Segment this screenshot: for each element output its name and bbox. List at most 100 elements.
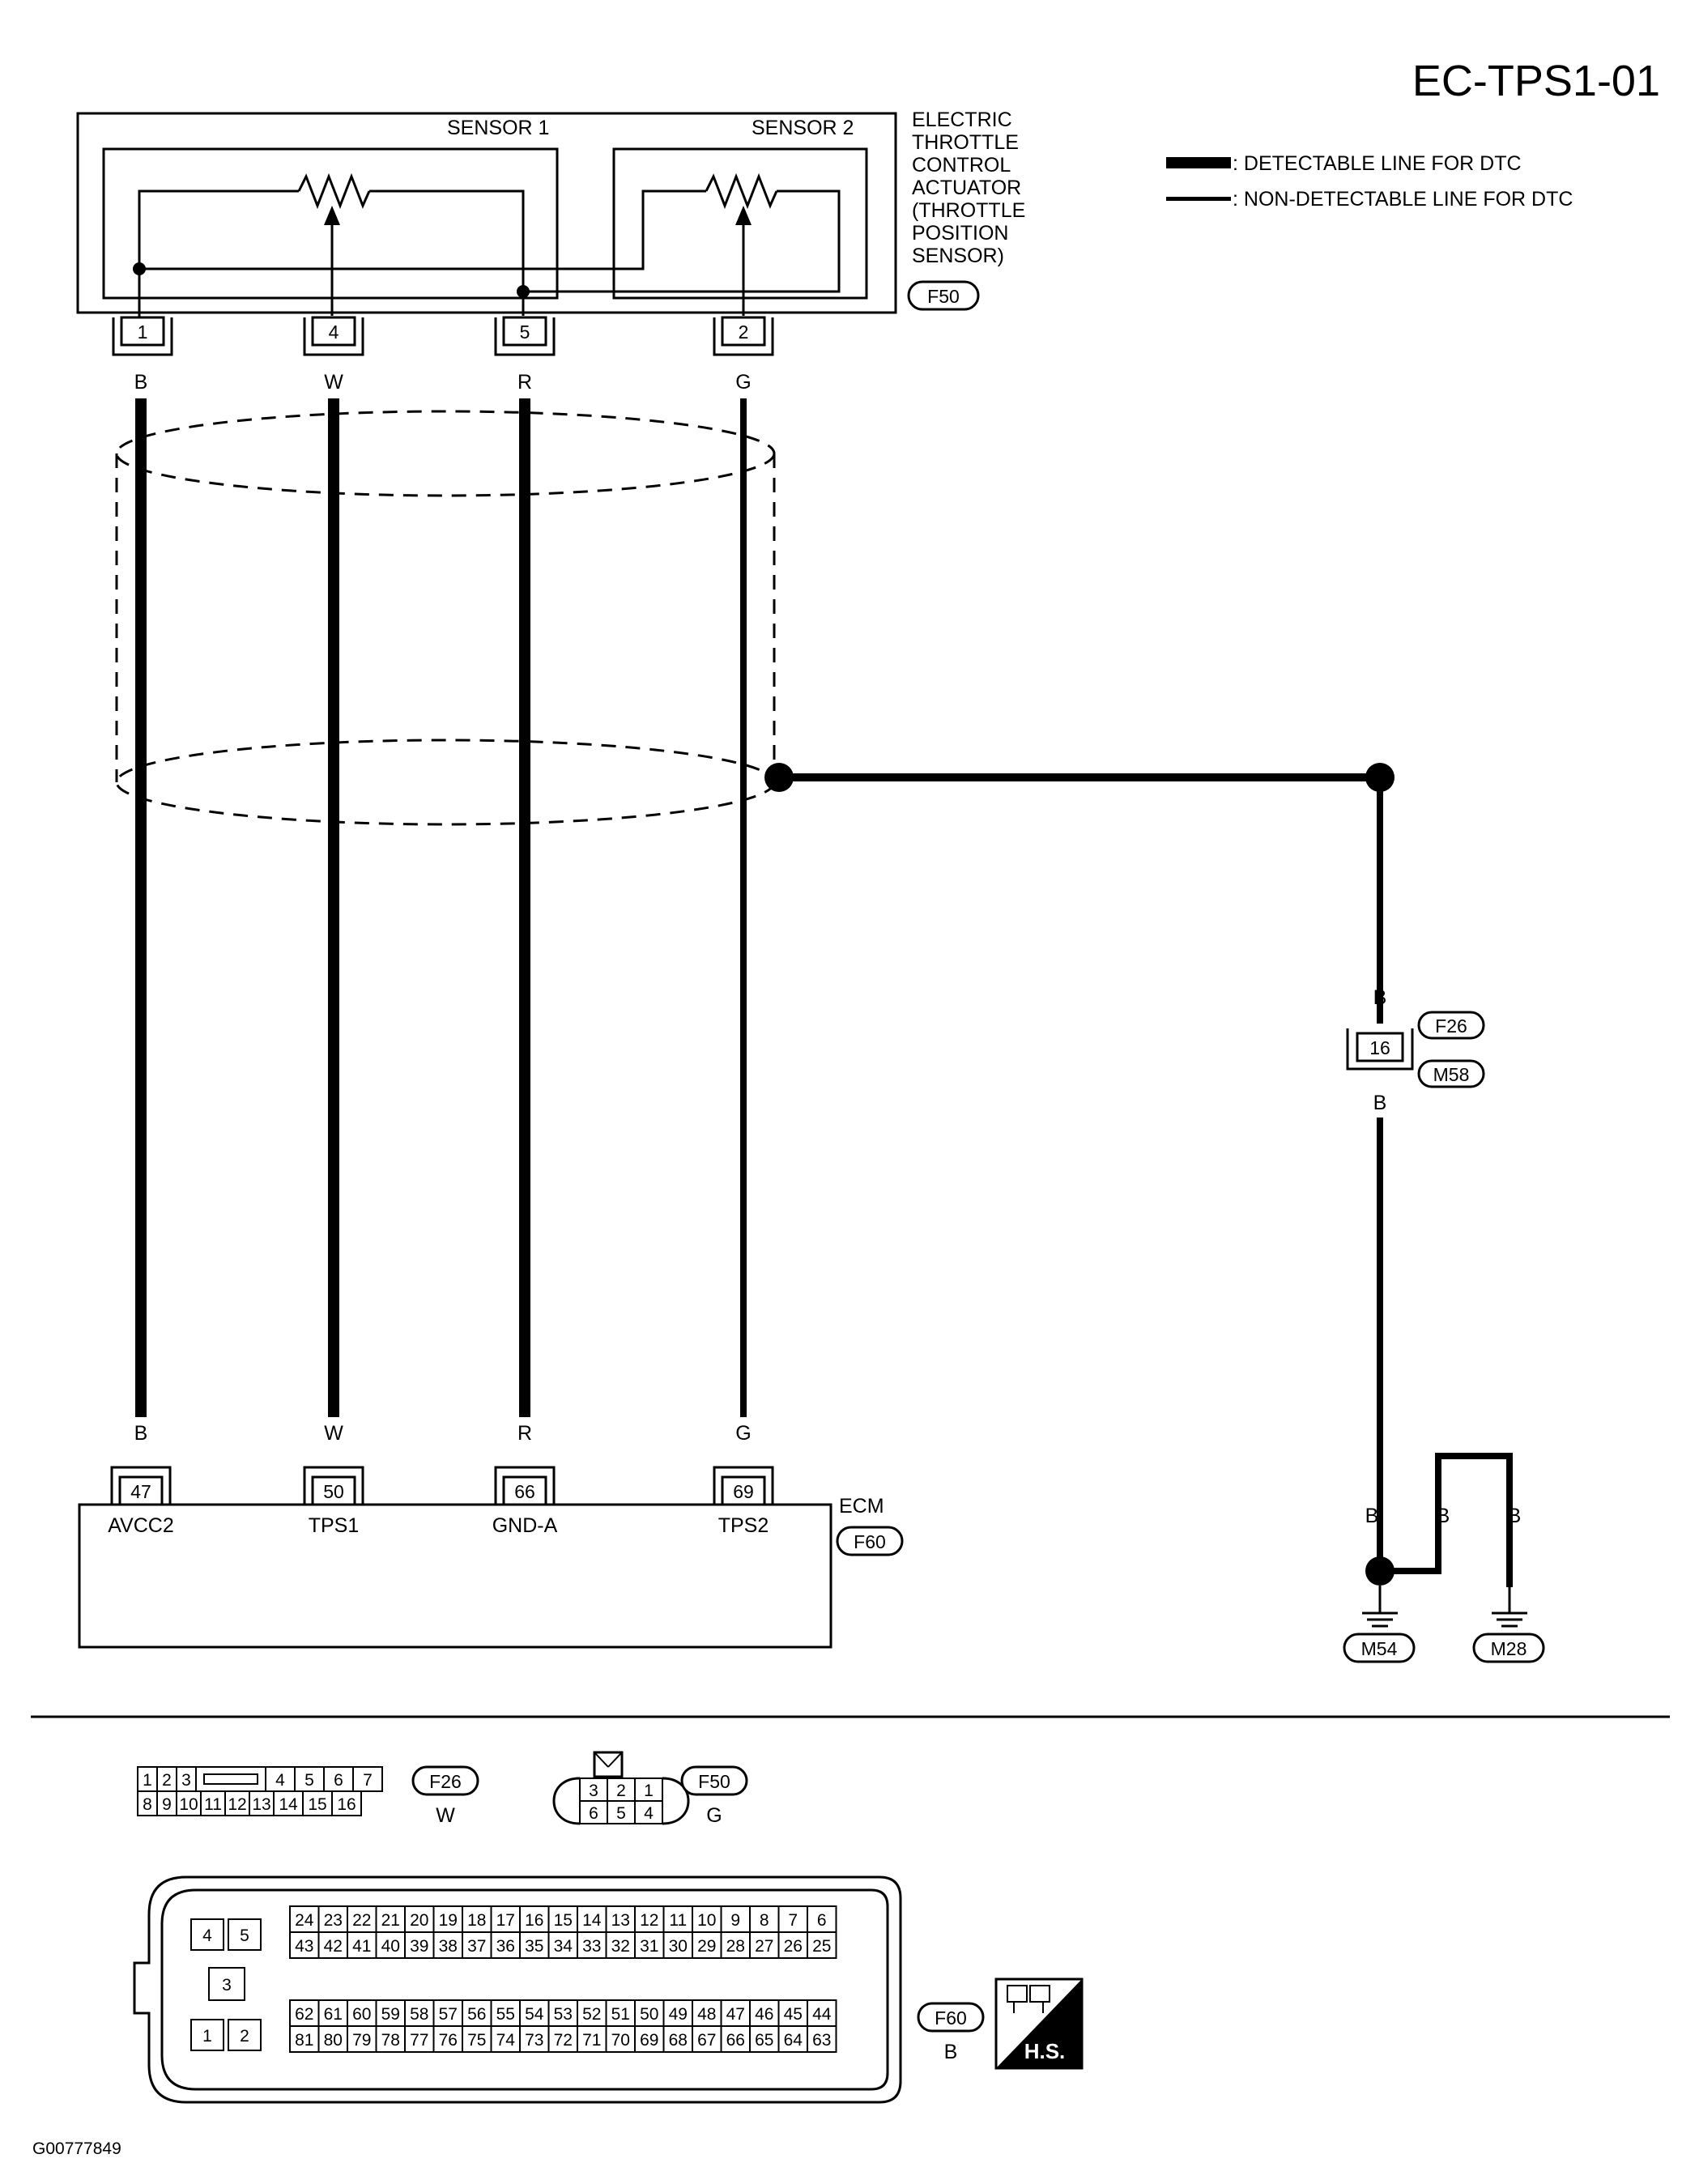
connector-cell — [547, 1999, 578, 2027]
connector-ref-badge — [680, 1765, 748, 1796]
connector-ref-badge — [411, 1765, 479, 1796]
f26-ref: F26 — [429, 1771, 462, 1792]
actuator-pin-label: 1 — [138, 321, 148, 343]
connector-pin-number: 49 — [669, 2005, 688, 2024]
connector-cell — [137, 1766, 158, 1792]
connector-pin-number: 75 — [467, 2031, 486, 2050]
connector-pin-number: 7 — [788, 1911, 798, 1930]
wire-color-label: B — [134, 1422, 148, 1445]
sensor2-ground-wire — [523, 189, 841, 293]
connector-cell — [375, 1931, 406, 1959]
connector-cell — [807, 2025, 837, 2053]
connector-cell — [289, 1999, 320, 2027]
connector-pin-number: 28 — [726, 1937, 745, 1956]
connector-pin-number: 3 — [181, 1771, 191, 1790]
hs-badge-text: H.S. — [1024, 2039, 1066, 2063]
wire-color-label: G — [735, 371, 751, 394]
connector-pin-number: 6 — [334, 1771, 343, 1790]
connector-pin-number: 45 — [784, 2005, 803, 2024]
connector-pin-number: 2 — [240, 2027, 249, 2046]
ecm-terminal-label: TPS1 — [309, 1514, 360, 1537]
wire-color-label: R — [517, 1422, 532, 1445]
joint-connector-16: 16 — [1346, 1028, 1414, 1071]
connector-pin-number: 52 — [582, 2005, 601, 2024]
actuator-name-line: ELECTRIC — [912, 109, 1012, 131]
connector-cell — [347, 2025, 377, 2053]
joint-connector-ref: M58 — [1433, 1064, 1470, 1085]
wire-color-label: W — [324, 1422, 343, 1445]
sensor1-label: SENSOR 1 — [447, 117, 549, 139]
connector-pin-number: 50 — [640, 2005, 658, 2024]
sensor1-wiper-arrow — [324, 206, 340, 225]
connector-cell — [634, 1800, 663, 1824]
connector-pin-number: 15 — [554, 1911, 573, 1930]
connector-pin-number: 1 — [644, 1782, 654, 1800]
joint-pin-label: 16 — [1369, 1037, 1390, 1058]
ecm-pins: 47 50 66 69 — [110, 1466, 774, 1506]
actuator-pin-2: 2 — [713, 316, 774, 356]
wire-color-label: W — [324, 371, 343, 394]
connector-cell — [547, 1931, 578, 1959]
connector-pin-number: 77 — [410, 2031, 428, 2050]
connector-cell — [547, 2025, 578, 2053]
connector-cell — [375, 1905, 406, 1933]
page-code: EC-TPS1-01 — [1412, 57, 1660, 105]
connector-pin-number: 36 — [496, 1937, 515, 1956]
legend-non-detectable: : NON-DETECTABLE LINE FOR DTC — [1233, 188, 1573, 211]
joint-connector-ref: F26 — [1435, 1015, 1467, 1037]
actuator-pin-1: 1 — [112, 316, 173, 356]
connector-pin-number: 12 — [228, 1795, 246, 1814]
connector-pin-number: 11 — [204, 1795, 222, 1814]
connector-pin-number: 21 — [381, 1911, 400, 1930]
connector-cell — [807, 1931, 837, 1959]
connector-cell — [156, 1790, 177, 1816]
connector-pin-number: 56 — [467, 2005, 486, 2024]
connector-pin-number: 10 — [697, 1911, 716, 1930]
connector-ref-badge — [1417, 1059, 1485, 1088]
connector-pin-number: 16 — [525, 1911, 543, 1930]
connector-cell — [807, 1999, 837, 2027]
connector-pin-number: 5 — [304, 1771, 314, 1790]
ecm-pin-label: 50 — [323, 1481, 344, 1502]
connector-cell — [749, 1931, 780, 1959]
connector-pin-number: 18 — [467, 1911, 486, 1930]
connector-pin-number: 69 — [640, 2031, 658, 2050]
sensor2-supply-wire — [139, 189, 706, 270]
ecm-pin-47: 47 — [110, 1466, 172, 1506]
ecm-pin-label: 47 — [130, 1481, 151, 1502]
connector-cell — [375, 2025, 406, 2053]
ground-splice-dot — [1365, 1556, 1395, 1586]
actuator-name-line: (THROTTLE — [912, 199, 1025, 222]
legend-detectable: : DETECTABLE LINE FOR DTC — [1233, 152, 1522, 175]
connector-pin-number: 70 — [611, 2031, 630, 2050]
connector-pin-number: 39 — [410, 1937, 428, 1956]
connector-pin-number: 13 — [252, 1795, 270, 1814]
connector-pin-number: 17 — [496, 1911, 515, 1930]
connector-pin-number: 30 — [669, 1937, 688, 1956]
connector-pin-number: 23 — [324, 1911, 343, 1930]
f50-color: G — [706, 1804, 722, 1827]
connector-pin-number: 6 — [589, 1804, 598, 1823]
ecm-pin-50: 50 — [303, 1466, 364, 1506]
wire-color-label: B — [134, 371, 148, 394]
ecm-terminal-label: TPS2 — [718, 1514, 769, 1537]
connector-ref-badge — [1417, 1011, 1485, 1040]
connector-pin-number: 9 — [162, 1795, 172, 1814]
sensor1-frame — [102, 147, 559, 300]
connector-pin-number: 38 — [439, 1937, 458, 1956]
connector-cell — [228, 1918, 262, 1951]
connector-ref-badge — [917, 2002, 985, 2033]
actuator-pin-label: 4 — [329, 321, 339, 343]
wire-color-label: G — [735, 1422, 751, 1445]
connector-cell — [317, 1931, 348, 1959]
non-detectable-line-swatch — [1166, 197, 1231, 201]
connector-pin-number: 72 — [554, 2031, 573, 2050]
ground-ref: M28 — [1491, 1638, 1527, 1659]
connector-pin-number: 33 — [582, 1937, 601, 1956]
connector-cell — [317, 1999, 348, 2027]
wire-color-label: B — [1373, 1092, 1387, 1114]
connector-pin-number: 8 — [143, 1795, 152, 1814]
connector-pin-number: 31 — [640, 1937, 658, 1956]
actuator-pin-4: 4 — [303, 316, 364, 356]
